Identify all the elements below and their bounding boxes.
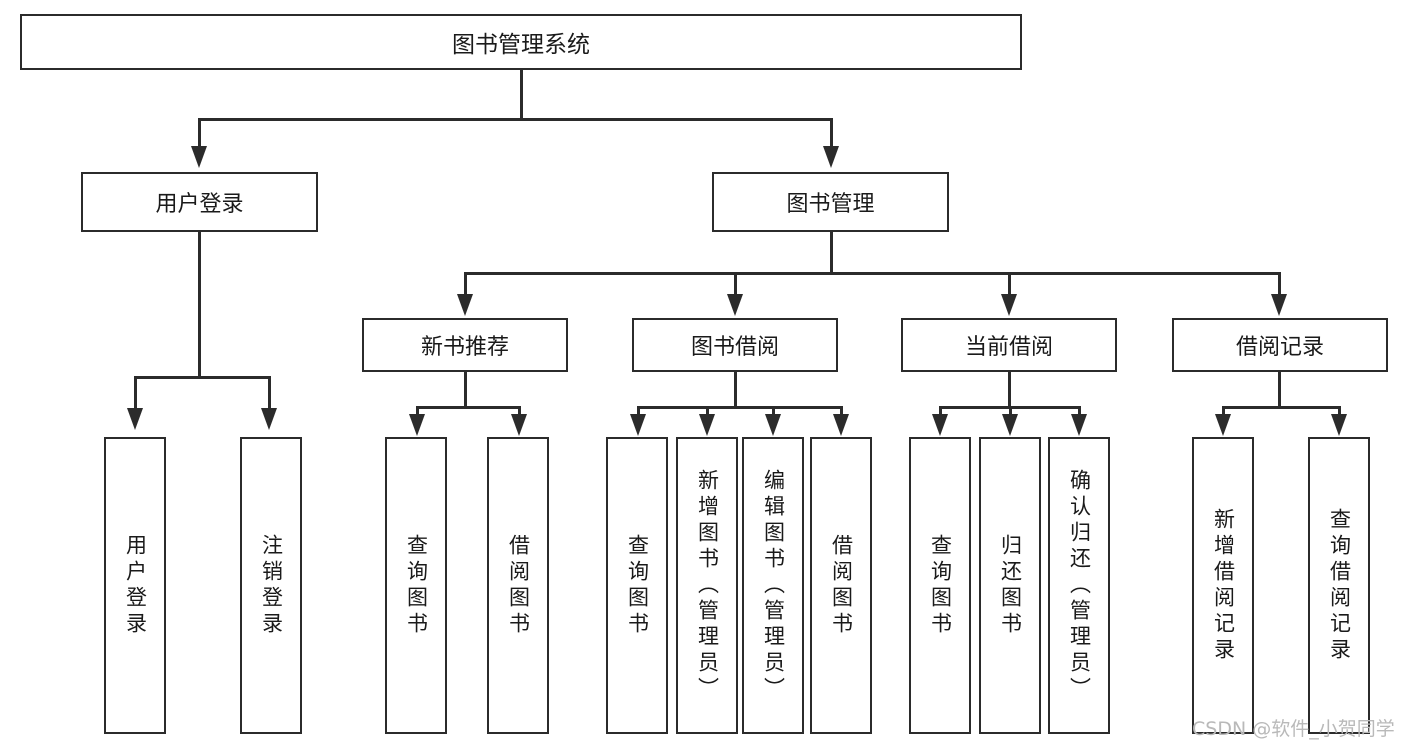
connector-user-login-stem [198, 232, 201, 376]
node-current-borrow[interactable]: 当前借阅 [901, 318, 1117, 372]
connector-drop-book-management [830, 118, 833, 148]
leaf-current-borrow-1[interactable]: 归还图书 [979, 437, 1041, 734]
node-book-borrow[interactable]: 图书借阅 [632, 318, 838, 372]
node-label: 新增借阅记录 [1211, 507, 1236, 664]
node-label: 编辑图书（管理员） [761, 468, 786, 703]
node-label: 借阅图书 [506, 533, 531, 638]
connector-drop-bb-leaf-0 [637, 406, 640, 416]
leaf-book-borrow-3[interactable]: 借阅图书 [810, 437, 872, 734]
connector-borrow-record-stem [1278, 372, 1281, 406]
arrowhead-current-borrow [1001, 294, 1017, 316]
connector-current-borrow-stem [1008, 372, 1011, 406]
arrowhead-bb-leaf-2 [765, 414, 781, 436]
connector-drop-bb-leaf-2 [772, 406, 775, 416]
arrowhead-book-borrow [727, 294, 743, 316]
leaf-new-book-recommend-0[interactable]: 查询图书 [385, 437, 447, 734]
connector-bus-user-login-leaves [134, 376, 270, 379]
connector-drop-br-leaf-0 [1222, 406, 1225, 416]
arrowhead-bb-leaf-1 [699, 414, 715, 436]
node-label: 图书管理 [786, 192, 875, 217]
connector-drop-cb-leaf-1 [1009, 406, 1012, 416]
connector-drop-bb-leaf-1 [706, 406, 709, 416]
leaf-borrow-record-0[interactable]: 新增借阅记录 [1192, 437, 1254, 734]
node-label: 查询图书 [404, 533, 429, 638]
node-label: 图书管理系统 [452, 32, 590, 58]
connector-bus-new-book-leaves [416, 406, 520, 409]
node-label: 新书推荐 [420, 335, 509, 360]
connector-bus-borrow-record-leaves [1222, 406, 1340, 409]
node-label: 图书借阅 [690, 335, 779, 360]
connector-drop-bb-leaf-3 [840, 406, 843, 416]
leaf-book-borrow-1[interactable]: 新增图书（管理员） [676, 437, 738, 734]
arrowhead-cb-leaf-1 [1002, 414, 1018, 436]
arrowhead-br-leaf-1 [1331, 414, 1347, 436]
node-borrow-record[interactable]: 借阅记录 [1172, 318, 1388, 372]
node-label: 确认归还（管理员） [1067, 468, 1092, 703]
connector-drop-book-borrow [734, 272, 737, 296]
arrowhead-ul-leaf-0 [127, 408, 143, 430]
connector-drop-br-leaf-1 [1338, 406, 1341, 416]
arrowhead-user-login [191, 146, 207, 168]
node-label: 查询图书 [928, 533, 953, 638]
node-new-book-recommend[interactable]: 新书推荐 [362, 318, 568, 372]
connector-book-management-stem [830, 232, 833, 272]
node-book-management[interactable]: 图书管理 [712, 172, 949, 232]
node-label: 借阅记录 [1235, 335, 1324, 360]
node-label: 用户登录 [123, 533, 148, 638]
node-label: 注销登录 [259, 533, 284, 638]
leaf-book-borrow-2[interactable]: 编辑图书（管理员） [742, 437, 804, 734]
connector-drop-borrow-record [1278, 272, 1281, 296]
arrowhead-bb-leaf-3 [833, 414, 849, 436]
node-label: 归还图书 [998, 533, 1023, 638]
node-book-management-system[interactable]: 图书管理系统 [20, 14, 1022, 70]
arrowhead-br-leaf-0 [1215, 414, 1231, 436]
node-user-login[interactable]: 用户登录 [81, 172, 318, 232]
leaf-user-login-1[interactable]: 注销登录 [240, 437, 302, 734]
connector-drop-nb-leaf-1 [518, 406, 521, 416]
leaf-current-borrow-0[interactable]: 查询图书 [909, 437, 971, 734]
connector-new-book-stem [464, 372, 467, 406]
arrowhead-new-book [457, 294, 473, 316]
arrowhead-nb-leaf-0 [409, 414, 425, 436]
arrowhead-bb-leaf-0 [630, 414, 646, 436]
connector-drop-ul-leaf-0 [134, 376, 137, 410]
connector-bus-level3 [464, 272, 1280, 275]
arrowhead-nb-leaf-1 [511, 414, 527, 436]
node-label: 查询借阅记录 [1327, 507, 1352, 664]
arrowhead-borrow-record [1271, 294, 1287, 316]
leaf-borrow-record-1[interactable]: 查询借阅记录 [1308, 437, 1370, 734]
node-label: 新增图书（管理员） [695, 468, 720, 703]
arrowhead-cb-leaf-0 [932, 414, 948, 436]
connector-drop-new-book [464, 272, 467, 296]
connector-drop-user-login [198, 118, 201, 148]
connector-bus-level1 [198, 118, 832, 121]
arrowhead-ul-leaf-1 [261, 408, 277, 430]
leaf-user-login-0[interactable]: 用户登录 [104, 437, 166, 734]
connector-book-borrow-stem [734, 372, 737, 406]
connector-drop-nb-leaf-0 [416, 406, 419, 416]
connector-bus-book-borrow-leaves [637, 406, 842, 409]
node-label: 查询图书 [625, 533, 650, 638]
connector-drop-current-borrow [1008, 272, 1011, 296]
leaf-book-borrow-0[interactable]: 查询图书 [606, 437, 668, 734]
leaf-current-borrow-2[interactable]: 确认归还（管理员） [1048, 437, 1110, 734]
node-label: 用户登录 [155, 192, 244, 217]
connector-drop-cb-leaf-0 [939, 406, 942, 416]
connector-root-stem [520, 70, 523, 118]
node-label: 借阅图书 [829, 533, 854, 638]
leaf-new-book-recommend-1[interactable]: 借阅图书 [487, 437, 549, 734]
connector-drop-ul-leaf-1 [268, 376, 271, 410]
connector-drop-cb-leaf-2 [1078, 406, 1081, 416]
arrowhead-book-management [823, 146, 839, 168]
node-label: 当前借阅 [964, 335, 1053, 360]
watermark-text: CSDN @软件_小贺同学 [1192, 718, 1395, 740]
arrowhead-cb-leaf-2 [1071, 414, 1087, 436]
